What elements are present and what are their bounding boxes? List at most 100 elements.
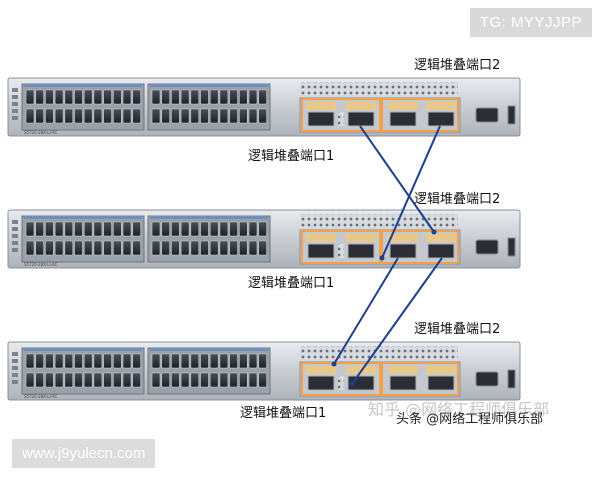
rj45-port [151, 353, 161, 369]
rj45-port [229, 221, 238, 237]
rj45-port [35, 221, 45, 237]
rj45-port [74, 240, 83, 256]
rj45-port [171, 89, 180, 105]
stack-cable [351, 257, 443, 385]
rj45-port [258, 221, 268, 237]
usb-port [507, 105, 516, 125]
status-led [12, 88, 18, 92]
stack-cable [333, 257, 399, 365]
rj45-port [83, 372, 93, 388]
rj45-port [200, 372, 209, 388]
rj45-port [190, 108, 200, 124]
status-led [12, 102, 18, 106]
rj45-port [229, 240, 238, 256]
rj45-port [93, 108, 103, 124]
rj45-port [113, 240, 122, 256]
switch2-port2-label: 逻辑堆叠端口2 [414, 192, 501, 207]
rj45-port [83, 221, 93, 237]
rj45-port [171, 221, 180, 237]
status-led [12, 366, 18, 370]
rj45-port [180, 240, 190, 256]
site-watermark: www.j9yulecn.com [12, 439, 156, 468]
sfp-port [307, 111, 335, 127]
rj45-port [45, 89, 54, 105]
rj45-port [229, 89, 238, 105]
status-led [12, 359, 18, 363]
rj45-port [64, 108, 74, 124]
rj45-port [93, 221, 103, 237]
model-label: S5720-28X-LI-AC [24, 394, 58, 399]
sfp-port [307, 375, 335, 391]
rj45-port [132, 372, 141, 388]
sfp-led-strip [426, 234, 456, 242]
rj45-port [239, 221, 248, 237]
rj45-port [180, 108, 190, 124]
rj45-port [161, 108, 170, 124]
rj45-port [25, 89, 35, 105]
rj45-port [83, 89, 93, 105]
rj45-port [64, 221, 74, 237]
sfp-vent [338, 244, 344, 258]
status-led [12, 241, 18, 245]
rj45-port [161, 221, 170, 237]
rj45-port [74, 108, 83, 124]
rj45-port [54, 89, 64, 105]
rj45-port [180, 353, 190, 369]
vent-grid [300, 214, 458, 228]
sfp-port [347, 111, 375, 127]
switch-unit: S5720-28X-LI-AC [7, 209, 521, 269]
sfp-led-strip [306, 234, 336, 242]
rj45-port [239, 372, 248, 388]
rj45-port [219, 353, 229, 369]
rj45-port [103, 89, 112, 105]
rj45-port [54, 372, 64, 388]
sfp-led-strip [306, 102, 336, 110]
rj45-port [45, 108, 54, 124]
rj45-port [74, 353, 83, 369]
port-block-stripe [150, 84, 268, 87]
rj45-port [239, 89, 248, 105]
console-port [475, 107, 499, 123]
rj45-port [64, 240, 74, 256]
rj45-port [113, 89, 122, 105]
rj45-port [103, 353, 112, 369]
sfp-port [347, 243, 375, 259]
rj45-port [209, 108, 219, 124]
rj45-port [45, 240, 54, 256]
sfp-led-strip [346, 234, 376, 242]
rj45-port [248, 221, 258, 237]
sfp-port [427, 111, 455, 127]
rj45-port [239, 353, 248, 369]
rj45-port [113, 108, 122, 124]
rj45-port [35, 372, 45, 388]
rj45-port [83, 353, 93, 369]
stack-cable [381, 125, 441, 259]
rj45-port [161, 353, 170, 369]
rj45-port [258, 372, 268, 388]
switch1-port1-label: 逻辑堆叠端口1 [248, 149, 335, 164]
rj45-port [248, 108, 258, 124]
rj45-port [25, 108, 35, 124]
sfp-led-strip [346, 102, 376, 110]
rj45-port [258, 89, 268, 105]
status-led [12, 220, 18, 224]
rj45-port [122, 353, 132, 369]
rj45-port [209, 353, 219, 369]
port-block-stripe [150, 348, 268, 351]
rj45-port [132, 108, 141, 124]
rj45-port [45, 372, 54, 388]
rj45-port [122, 372, 132, 388]
switch-unit: S5720-28X-LI-AC [7, 341, 521, 401]
sfp-highlight [381, 98, 459, 132]
sfp-led-strip [388, 102, 418, 110]
rj45-port [25, 240, 35, 256]
rj45-port [190, 353, 200, 369]
status-led [12, 380, 18, 384]
switch2-port1-label: 逻辑堆叠端口1 [248, 276, 335, 291]
vent-grid [300, 82, 458, 96]
sfp-port [389, 111, 417, 127]
console-port [475, 371, 499, 387]
telegram-watermark: TG: MYYJJPP [469, 8, 592, 37]
rj45-port [209, 372, 219, 388]
status-led [12, 352, 18, 356]
